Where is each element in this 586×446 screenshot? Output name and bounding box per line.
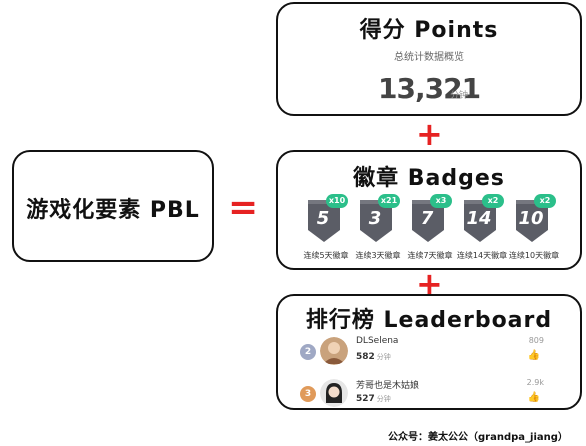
rank-badge: 3 bbox=[300, 386, 316, 402]
badge-count: x2 bbox=[482, 194, 504, 208]
badge-count: x3 bbox=[430, 194, 452, 208]
avatar bbox=[320, 379, 348, 407]
leaderboard-title: 排行榜 Leaderboard bbox=[305, 308, 553, 333]
points-unit: 分钟 bbox=[450, 91, 469, 101]
badge-caption: 连续5天徽章 bbox=[303, 251, 349, 260]
pbl-label: 游戏化要素 PBL bbox=[26, 198, 200, 223]
points-subtitle: 总统计数据概览 bbox=[394, 52, 464, 63]
thumbs-up-icon[interactable]: 👍 bbox=[527, 392, 540, 403]
badge-number: 10 bbox=[518, 208, 544, 229]
like-count: 809 bbox=[528, 336, 544, 345]
badge-caption: 连续7天徽章 bbox=[407, 251, 453, 260]
user-name: DLSelena bbox=[356, 336, 399, 346]
user-name: 芳哥也是木姑娘 bbox=[356, 381, 420, 391]
footer-credit: 公众号：姜太公公（grandpa_jiang） bbox=[388, 432, 568, 443]
equals-sign: = bbox=[228, 187, 259, 228]
points-value: 13,321 bbox=[378, 72, 481, 105]
badge-count: x2 bbox=[534, 194, 556, 208]
badge-caption: 连续10天徽章 bbox=[508, 251, 560, 260]
plus-sign-1: + bbox=[416, 115, 443, 153]
badge-caption: 连续3天徽章 bbox=[355, 251, 401, 260]
badge-caption: 连续14天徽章 bbox=[456, 251, 508, 260]
rank-badge: 2 bbox=[300, 344, 316, 360]
points-box: 得分 Points 总统计数据概览 13,321 分钟 bbox=[276, 2, 582, 116]
points-title: 得分 Points bbox=[359, 18, 499, 43]
badge-number: 3 bbox=[368, 208, 382, 229]
badge-count: x10 bbox=[326, 194, 348, 208]
badge-number: 14 bbox=[466, 208, 492, 229]
thumbs-up-icon[interactable]: 👍 bbox=[527, 350, 540, 361]
like-count: 2.9k bbox=[526, 378, 544, 387]
pbl-box: 游戏化要素 PBL bbox=[12, 150, 214, 262]
badge-number: 7 bbox=[420, 208, 434, 229]
badge-number: 5 bbox=[316, 208, 330, 229]
badge-count: x21 bbox=[378, 194, 400, 208]
badges-title: 徽章 Badges bbox=[353, 166, 505, 191]
avatar bbox=[320, 337, 348, 365]
